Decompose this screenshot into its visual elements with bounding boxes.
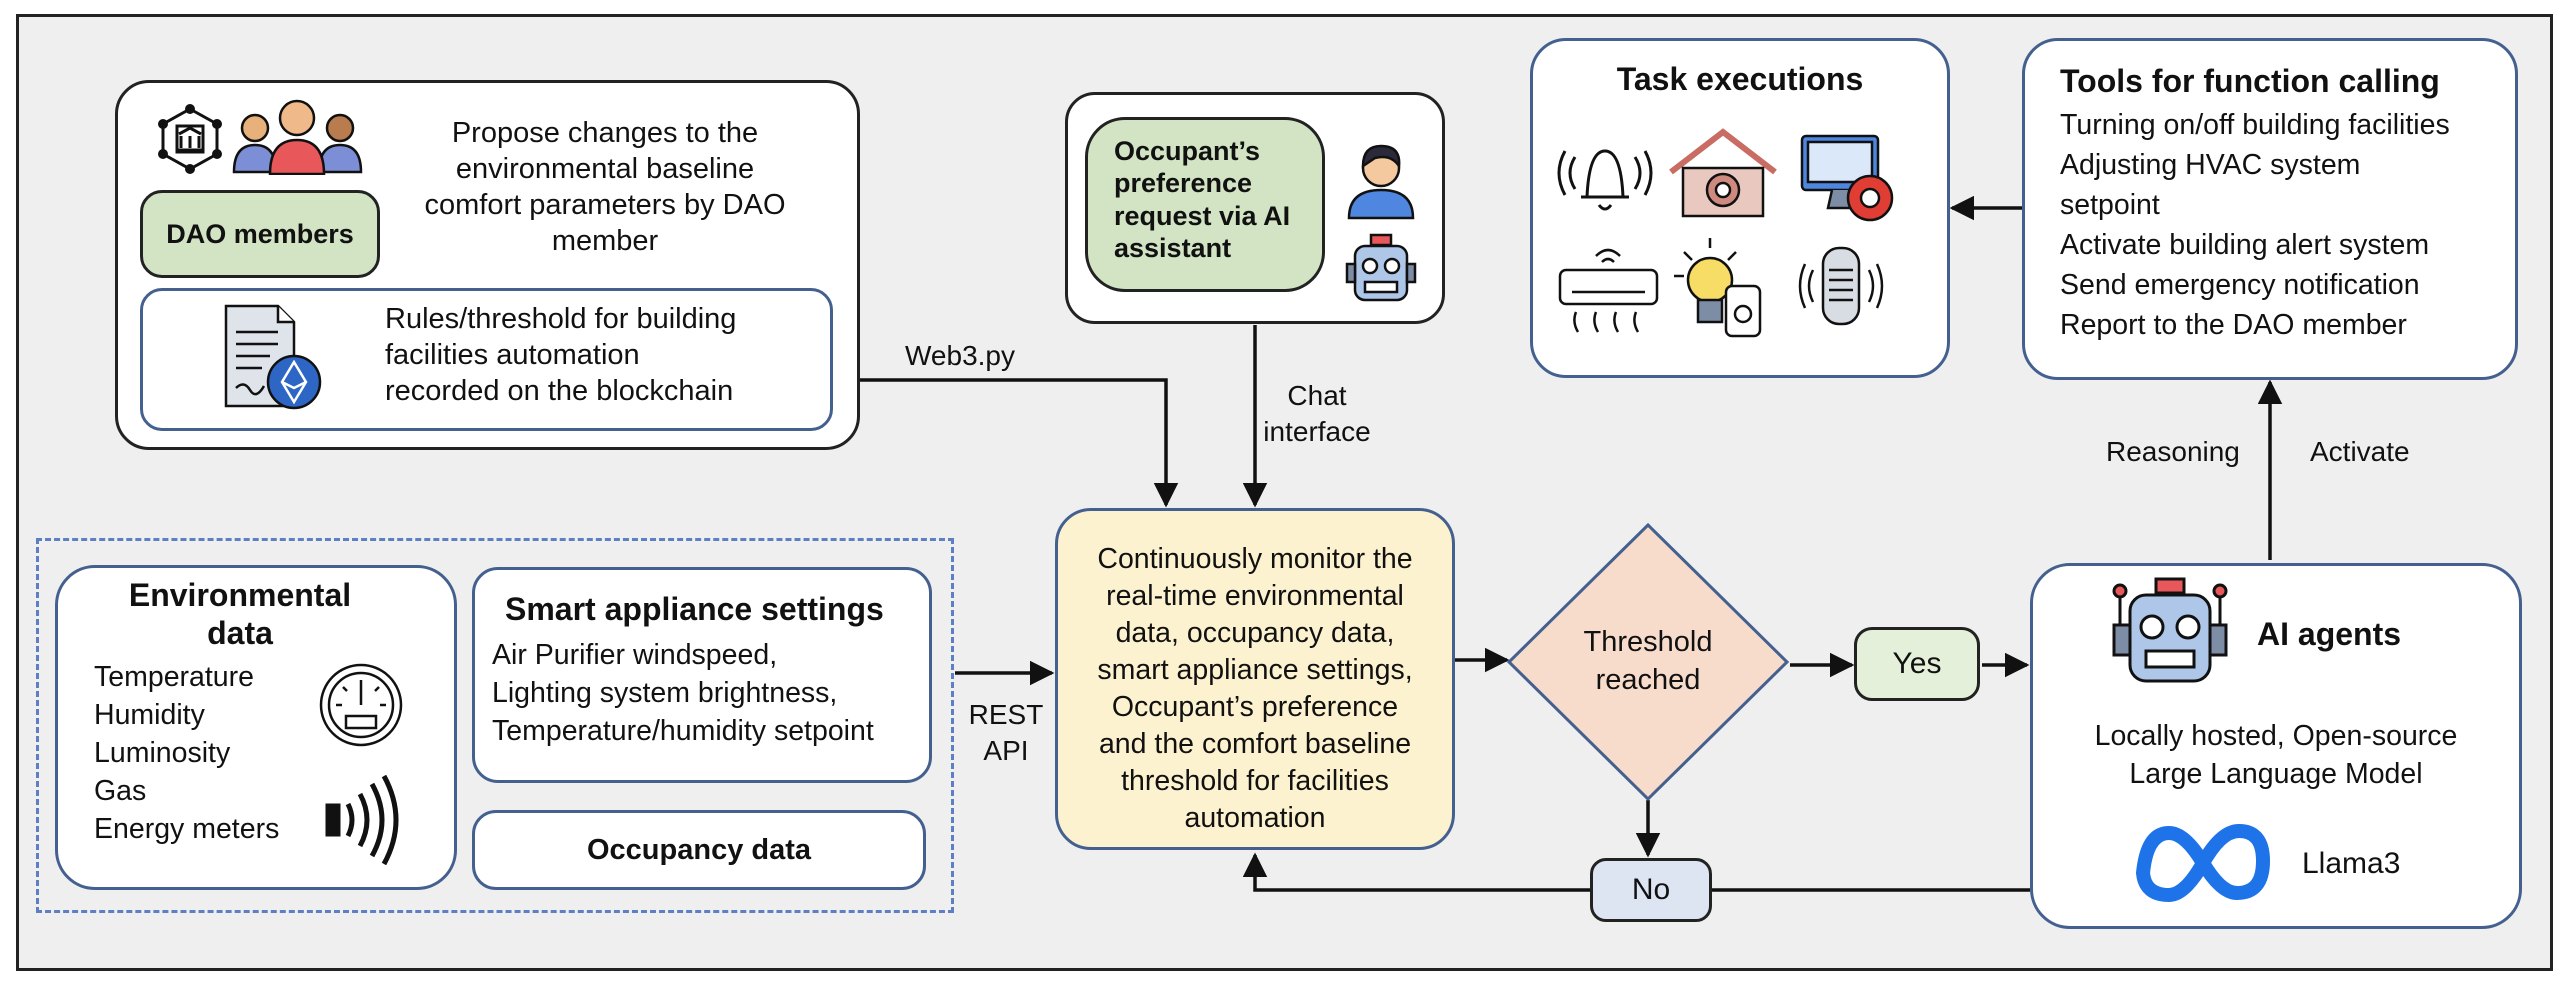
env-item: Luminosity (94, 737, 231, 769)
meta-logo-icon (2136, 824, 2270, 902)
env-item: Energy meters (94, 813, 280, 845)
env-item: Gas (94, 775, 147, 807)
ai-robot-icon (2112, 577, 2228, 683)
appliance-item: Lighting system brightness, (492, 677, 838, 709)
tool-item: setpoint (2060, 189, 2160, 221)
computer-gear-icon (1800, 134, 1894, 222)
gauge-meter-icon (319, 663, 403, 747)
env-item: Temperature (94, 661, 254, 693)
data-sources-group (36, 538, 954, 913)
appliance-item: Temperature/humidity setpoint (492, 715, 874, 747)
smart-appliance-list: Air Purifier windspeed, Lighting system … (492, 636, 874, 750)
blockchain-document-icon (224, 304, 322, 410)
ai-agents-box (2030, 563, 2522, 929)
appliance-item: Air Purifier windspeed, (492, 639, 778, 671)
threshold-decision-diamond (1506, 522, 1790, 802)
tool-item: Activate building alert system (2060, 229, 2430, 261)
tool-item: Report to the DAO member (2060, 309, 2407, 341)
robot-icon (1345, 233, 1417, 302)
tools-list: Turning on/off building facilities Adjus… (2060, 105, 2450, 345)
tool-item: Send emergency notification (2060, 269, 2420, 301)
activate-label: Activate (2310, 436, 2410, 467)
no-node: No (1590, 858, 1712, 922)
llama3-label: Llama3 (2302, 847, 2401, 880)
web3-label: Web3.py (905, 340, 1015, 371)
reasoning-label: Reasoning (2106, 436, 2240, 467)
smart-home-gear-icon (1669, 128, 1777, 218)
env-item: Humidity (94, 699, 205, 731)
edge-no-monitor (1255, 855, 2030, 892)
dao-network-icon (158, 104, 222, 174)
environmental-list: Temperature Humidity Luminosity Gas Ener… (94, 658, 279, 848)
task-executions-title: Task executions (1616, 61, 1864, 97)
smart-appliance-title: Smart appliance settings (505, 591, 884, 627)
occupancy-data-box: Occupancy data (472, 810, 926, 890)
people-group-icon (232, 99, 363, 175)
smart-speaker-icon (1798, 246, 1884, 326)
tools-title: Tools for function calling (2060, 63, 2440, 99)
person-avatar-icon (1347, 144, 1415, 220)
air-conditioner-icon (1558, 248, 1659, 333)
wireless-sensor-icon (325, 774, 399, 866)
tool-item: Turning on/off building facilities (2060, 109, 2450, 141)
bell-icon (1557, 149, 1653, 211)
yes-node: Yes (1854, 627, 1980, 701)
edge-web3 (832, 378, 1179, 508)
ai-agents-title: AI agents (2257, 616, 2402, 652)
smart-appliance-box (472, 567, 932, 783)
dao-members-badge: DAO members (140, 190, 380, 278)
smart-bulb-icon (1674, 238, 1762, 338)
tool-item: Adjusting HVAC system (2060, 149, 2361, 181)
tools-box (2022, 38, 2518, 380)
